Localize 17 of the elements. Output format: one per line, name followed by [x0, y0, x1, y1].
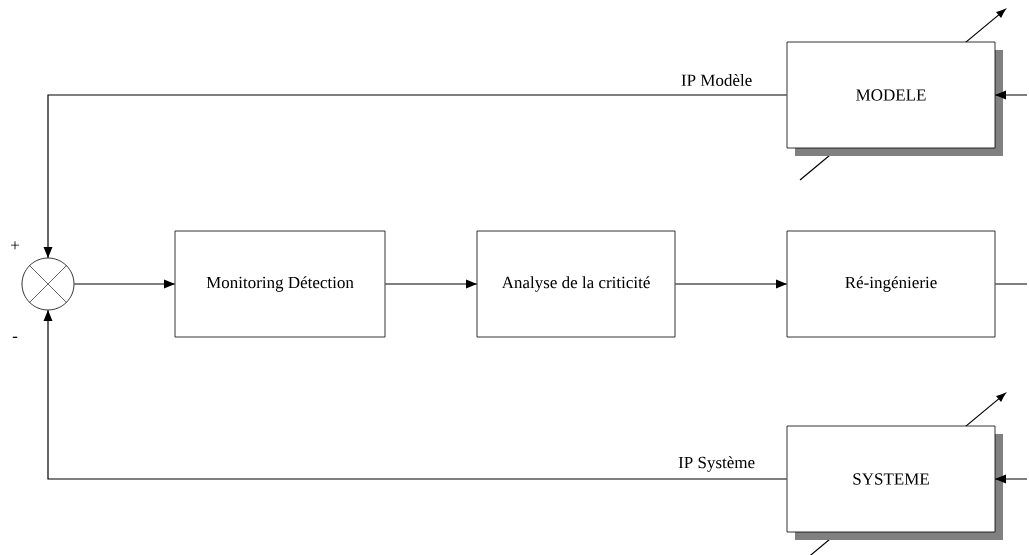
- process-box: Analyse de la criticité: [476, 230, 676, 338]
- arrow: [73, 279, 176, 289]
- process-box: SYSTEME: [786, 425, 1003, 540]
- arrow: [43, 309, 788, 480]
- arrow: [674, 279, 788, 289]
- arrow: [384, 279, 478, 289]
- sign-label: +: [11, 241, 19, 250]
- arrow: [994, 90, 1028, 100]
- edge-label: IP Modèle: [679, 73, 754, 87]
- process-box: MODELE: [786, 41, 1003, 156]
- sign-label: -: [12, 336, 18, 338]
- summing-junction: [21, 257, 75, 311]
- arrow: [994, 474, 1028, 484]
- edge-label: IP Système: [677, 455, 757, 473]
- arrow: [43, 94, 788, 259]
- process-box: Ré-ingénierie: [786, 230, 996, 338]
- process-box: Monitoring Détection: [174, 230, 386, 338]
